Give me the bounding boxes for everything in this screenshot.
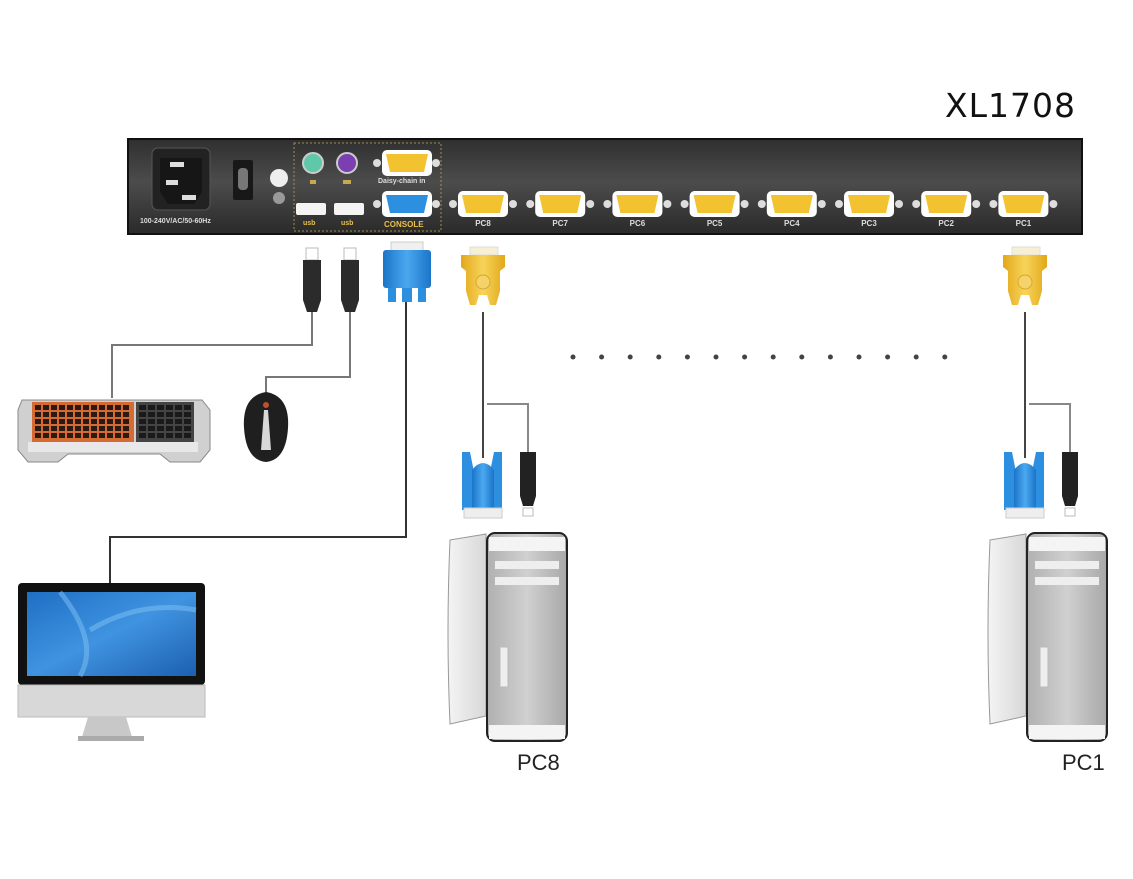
vga-port-pc4[interactable] xyxy=(757,191,826,217)
ps2-keyboard-port[interactable] xyxy=(302,152,324,174)
keyboard-icon-small xyxy=(310,180,316,184)
ellipsis-dots xyxy=(570,354,948,360)
mouse-icon[interactable] xyxy=(243,392,289,462)
port-label-pc3: PC3 xyxy=(861,219,877,228)
power-switch[interactable] xyxy=(233,160,253,200)
model-title: XL1708 xyxy=(945,86,1076,125)
ellipsis-dot xyxy=(856,354,862,360)
console-vga-port[interactable] xyxy=(373,191,440,217)
power-rating-label: 100-240V/AC/50-60Hz xyxy=(140,218,211,225)
console-cables xyxy=(109,241,431,583)
keyboard-icon[interactable] xyxy=(17,399,211,463)
pc8-kvm-cable xyxy=(461,246,536,519)
port-label-pc5: PC5 xyxy=(706,219,723,228)
mouse-icon-small xyxy=(343,180,351,184)
ellipsis-dot xyxy=(570,354,576,360)
usb-label-mouse: usb xyxy=(341,220,354,227)
port-label-pc1: PC1 xyxy=(1015,219,1032,228)
ellipsis-dot xyxy=(799,354,805,360)
port-label-pc2: PC2 xyxy=(938,219,954,228)
usb-label-keyboard: usb xyxy=(303,220,316,227)
pc1-kvm-cable xyxy=(1003,246,1078,519)
ellipsis-dot xyxy=(942,354,948,360)
port-label-pc6: PC6 xyxy=(629,219,646,228)
ps2-mouse-port[interactable] xyxy=(336,152,358,174)
vga-plug-yellow-icon xyxy=(1003,246,1047,305)
vga-plug-blue-icon xyxy=(1004,452,1045,519)
kvm-rear-panel xyxy=(127,138,1083,235)
vga-port-pc6[interactable] xyxy=(603,191,672,217)
computer-label-pc1: PC1 xyxy=(1062,750,1105,775)
vga-port-pc5[interactable] xyxy=(680,191,749,217)
ellipsis-dot xyxy=(599,354,605,360)
vga-port-pc3[interactable] xyxy=(835,191,903,217)
usb-plug-pc1-icon xyxy=(1062,452,1078,517)
ellipsis-dot xyxy=(713,354,719,360)
ellipsis-dot xyxy=(913,354,919,360)
reset-button[interactable] xyxy=(270,169,288,187)
ground-icon xyxy=(273,192,285,204)
vga-port-pc2[interactable] xyxy=(912,191,981,217)
tower-pc-icon[interactable] xyxy=(447,532,568,742)
ellipsis-dot xyxy=(656,354,662,360)
usb-port-keyboard[interactable] xyxy=(296,203,326,215)
monitor-icon[interactable] xyxy=(17,583,206,741)
ellipsis-dot xyxy=(885,354,891,360)
ellipsis-dot xyxy=(742,354,748,360)
port-label-pc4: PC4 xyxy=(784,219,800,228)
port-label-pc8: PC8 xyxy=(475,219,491,228)
usb-plug-mouse-icon xyxy=(341,247,359,312)
ellipsis-dot xyxy=(627,354,633,360)
console-label: CONSOLE xyxy=(384,220,424,229)
vga-plug-console-icon xyxy=(383,241,431,302)
vga-port-pc7[interactable] xyxy=(526,191,595,217)
power-socket-icon xyxy=(151,147,211,211)
vga-plug-blue-icon xyxy=(462,452,503,519)
vga-port-pc1[interactable] xyxy=(989,191,1058,217)
usb-port-mouse[interactable] xyxy=(334,203,364,215)
port-label-pc7: PC7 xyxy=(552,219,568,228)
usb-plug-keyboard-icon xyxy=(303,247,321,312)
vga-port-pc8[interactable] xyxy=(449,191,517,217)
ellipsis-dot xyxy=(827,354,833,360)
vga-plug-yellow-icon xyxy=(461,246,505,305)
usb-plug-pc8-icon xyxy=(520,452,536,517)
tower-pc-icon[interactable] xyxy=(987,532,1108,742)
computer-label-pc8: PC8 xyxy=(517,750,560,775)
daisy-chain-label: Daisy-chain in xyxy=(378,178,426,185)
ellipsis-dot xyxy=(770,354,776,360)
ellipsis-dot xyxy=(684,354,690,360)
daisy-chain-port[interactable] xyxy=(373,150,440,176)
